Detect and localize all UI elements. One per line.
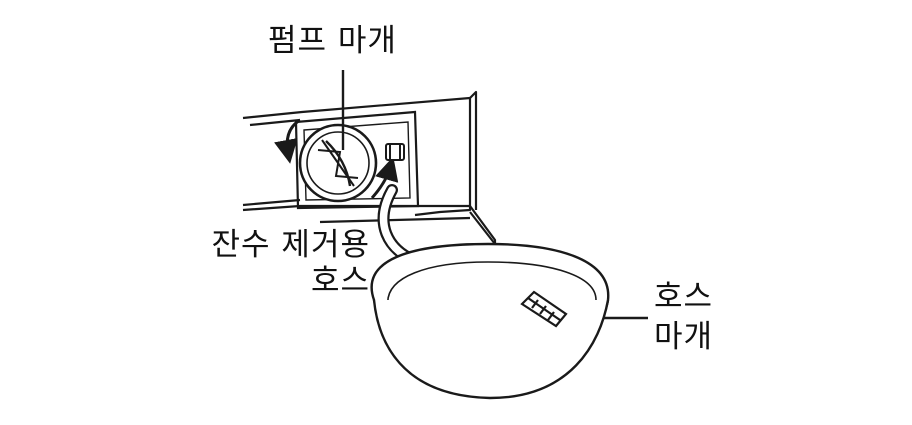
basin (370, 242, 610, 400)
drain-hose-label-line1: 잔수 제거용 (211, 227, 370, 263)
rotate-arrows (274, 118, 399, 199)
hose-clip-icon (385, 143, 405, 161)
washer-panel (242, 90, 497, 262)
pump-cap-label: 펌프 마개 (268, 23, 397, 59)
drain-hose-label-line2: 호스 (310, 263, 370, 299)
hose-cap-label-line1: 호스 (654, 279, 714, 315)
pump-cap (298, 123, 378, 203)
hose-cap-label-line2: 마개 (654, 319, 714, 355)
hose-cap (520, 290, 568, 328)
